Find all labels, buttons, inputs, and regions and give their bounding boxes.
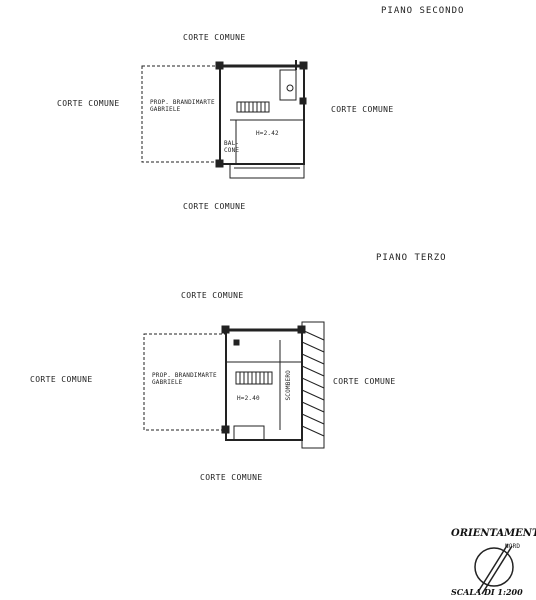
second-floor-top-label: CORTE COMUNE (183, 33, 246, 42)
third-floor-room-height: H=2.40 (237, 395, 260, 402)
balcony-second (229, 163, 305, 179)
orientation-title: ORIENTAMENTO (451, 528, 536, 539)
second-floor-balcony-label: BAL-CONE (224, 140, 240, 154)
roof-hatch-third (301, 321, 325, 449)
third-floor-top-label: CORTE COMUNE (181, 291, 244, 300)
north-arrow-symbol (474, 543, 514, 595)
second-floor-title: PIANO SECONDO (381, 6, 465, 16)
scale-label: SCALA DI 1:200 (451, 587, 523, 597)
second-floor-owner-label: PROP. BRANDIMARTE GABRIELE (150, 99, 215, 113)
north-label: NORD (505, 543, 521, 550)
third-floor-owner-label: PROP. BRANDIMARTE GABRIELE (152, 372, 217, 386)
third-floor-storage-label: SCOMBERO (285, 370, 292, 401)
third-floor-bottom-label: CORTE COMUNE (200, 473, 263, 482)
second-floor-left-label: CORTE COMUNE (57, 99, 120, 108)
second-floor-room-height: H=2.42 (256, 130, 279, 137)
staircase-second (236, 101, 270, 113)
neighbor-property-outline-second (141, 65, 221, 163)
third-floor-left-label: CORTE COMUNE (30, 375, 93, 384)
third-floor-right-label: CORTE COMUNE (333, 377, 396, 386)
second-floor-right-label: CORTE COMUNE (331, 105, 394, 114)
staircase-third (235, 371, 273, 385)
second-floor-bottom-label: CORTE COMUNE (183, 202, 246, 211)
third-floor-title: PIANO TERZO (376, 253, 447, 263)
